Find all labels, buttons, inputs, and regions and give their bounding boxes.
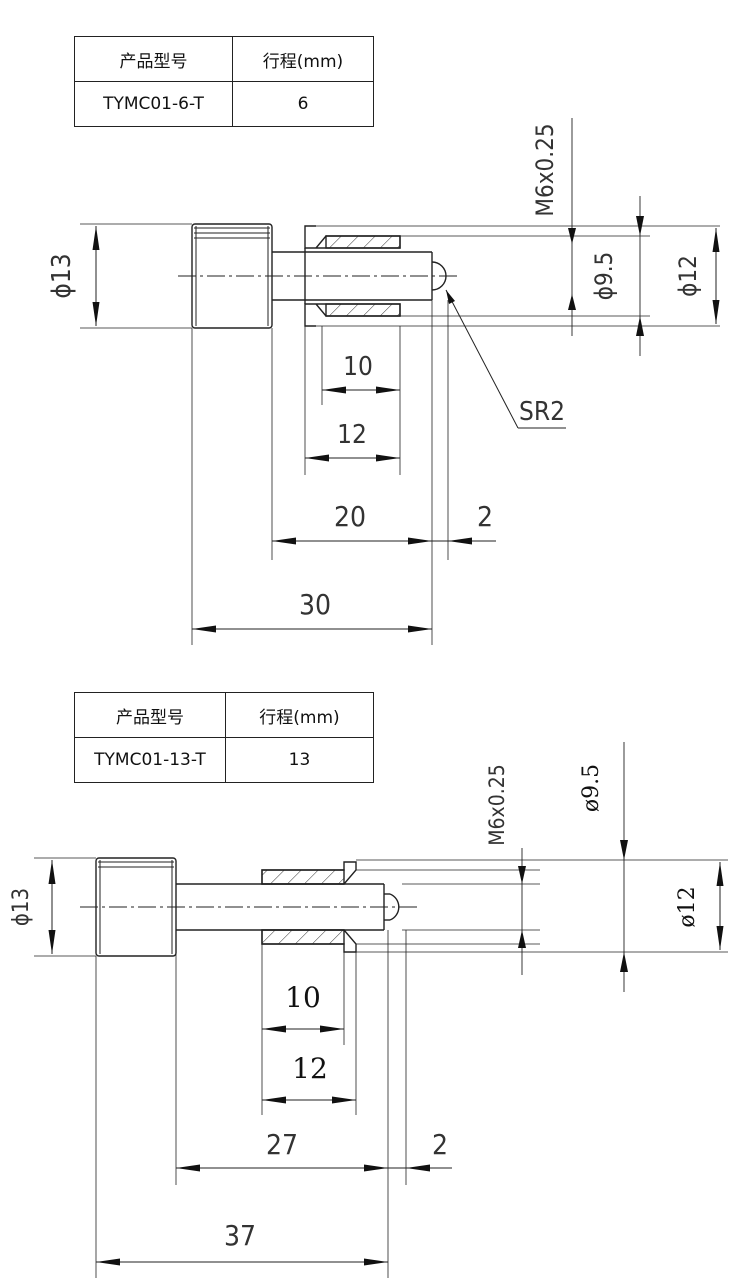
table-header-row: 产品型号 行程(mm) — [74, 36, 374, 82]
label-outer-diameter: ϕ12 — [674, 255, 702, 297]
label-total-length: 37 — [224, 1219, 256, 1252]
model-cell: TYMC01-6-T — [74, 81, 233, 127]
label-shaft-length: 20 — [334, 500, 366, 533]
stroke-cell: 6 — [232, 81, 374, 127]
label-stroke: 2 — [477, 500, 493, 533]
threaded-body — [261, 861, 357, 953]
label-inner-diameter: ϕ9.5 — [590, 252, 618, 301]
label-body-length: 12 — [337, 420, 367, 450]
label-head-diameter: ϕ13 — [47, 253, 77, 298]
label-outer-diameter: ø12 — [675, 886, 700, 927]
label-body-length: 12 — [292, 1052, 328, 1085]
stroke-cell: 13 — [225, 737, 374, 783]
label-thread-length: 10 — [285, 981, 321, 1014]
table-row: TYMC01-6-T 6 — [74, 81, 374, 127]
label-head-diameter: ϕ13 — [9, 888, 34, 926]
header-model-cell: 产品型号 — [74, 692, 226, 738]
table-header-row: 产品型号 行程(mm) — [74, 692, 374, 738]
knob-head — [95, 857, 177, 957]
header-model-cell: 产品型号 — [74, 36, 233, 82]
label-sphere-radius: SR2 — [519, 397, 565, 427]
model-cell: TYMC01-13-T — [74, 737, 226, 783]
label-total-length: 30 — [299, 588, 331, 621]
header-stroke-cell: 行程(mm) — [232, 36, 374, 82]
label-thread: M6x0.25 — [531, 123, 559, 216]
drawing-1 — [80, 118, 720, 645]
spec-table-2: 产品型号 行程(mm) TYMC01-13-T 13 — [74, 692, 374, 783]
spec-table-1: 产品型号 行程(mm) TYMC01-6-T 6 — [74, 36, 374, 127]
label-shaft-length: 27 — [266, 1128, 298, 1161]
label-stroke: 2 — [432, 1128, 448, 1161]
header-stroke-cell: 行程(mm) — [225, 692, 374, 738]
label-thread-length: 10 — [343, 352, 373, 382]
label-inner-diameter: ø9.5 — [579, 764, 604, 812]
label-thread: M6x0.25 — [485, 764, 509, 846]
table-row: TYMC01-13-T 13 — [74, 737, 374, 783]
drawing-2 — [34, 742, 728, 1278]
threaded-body — [304, 225, 401, 327]
